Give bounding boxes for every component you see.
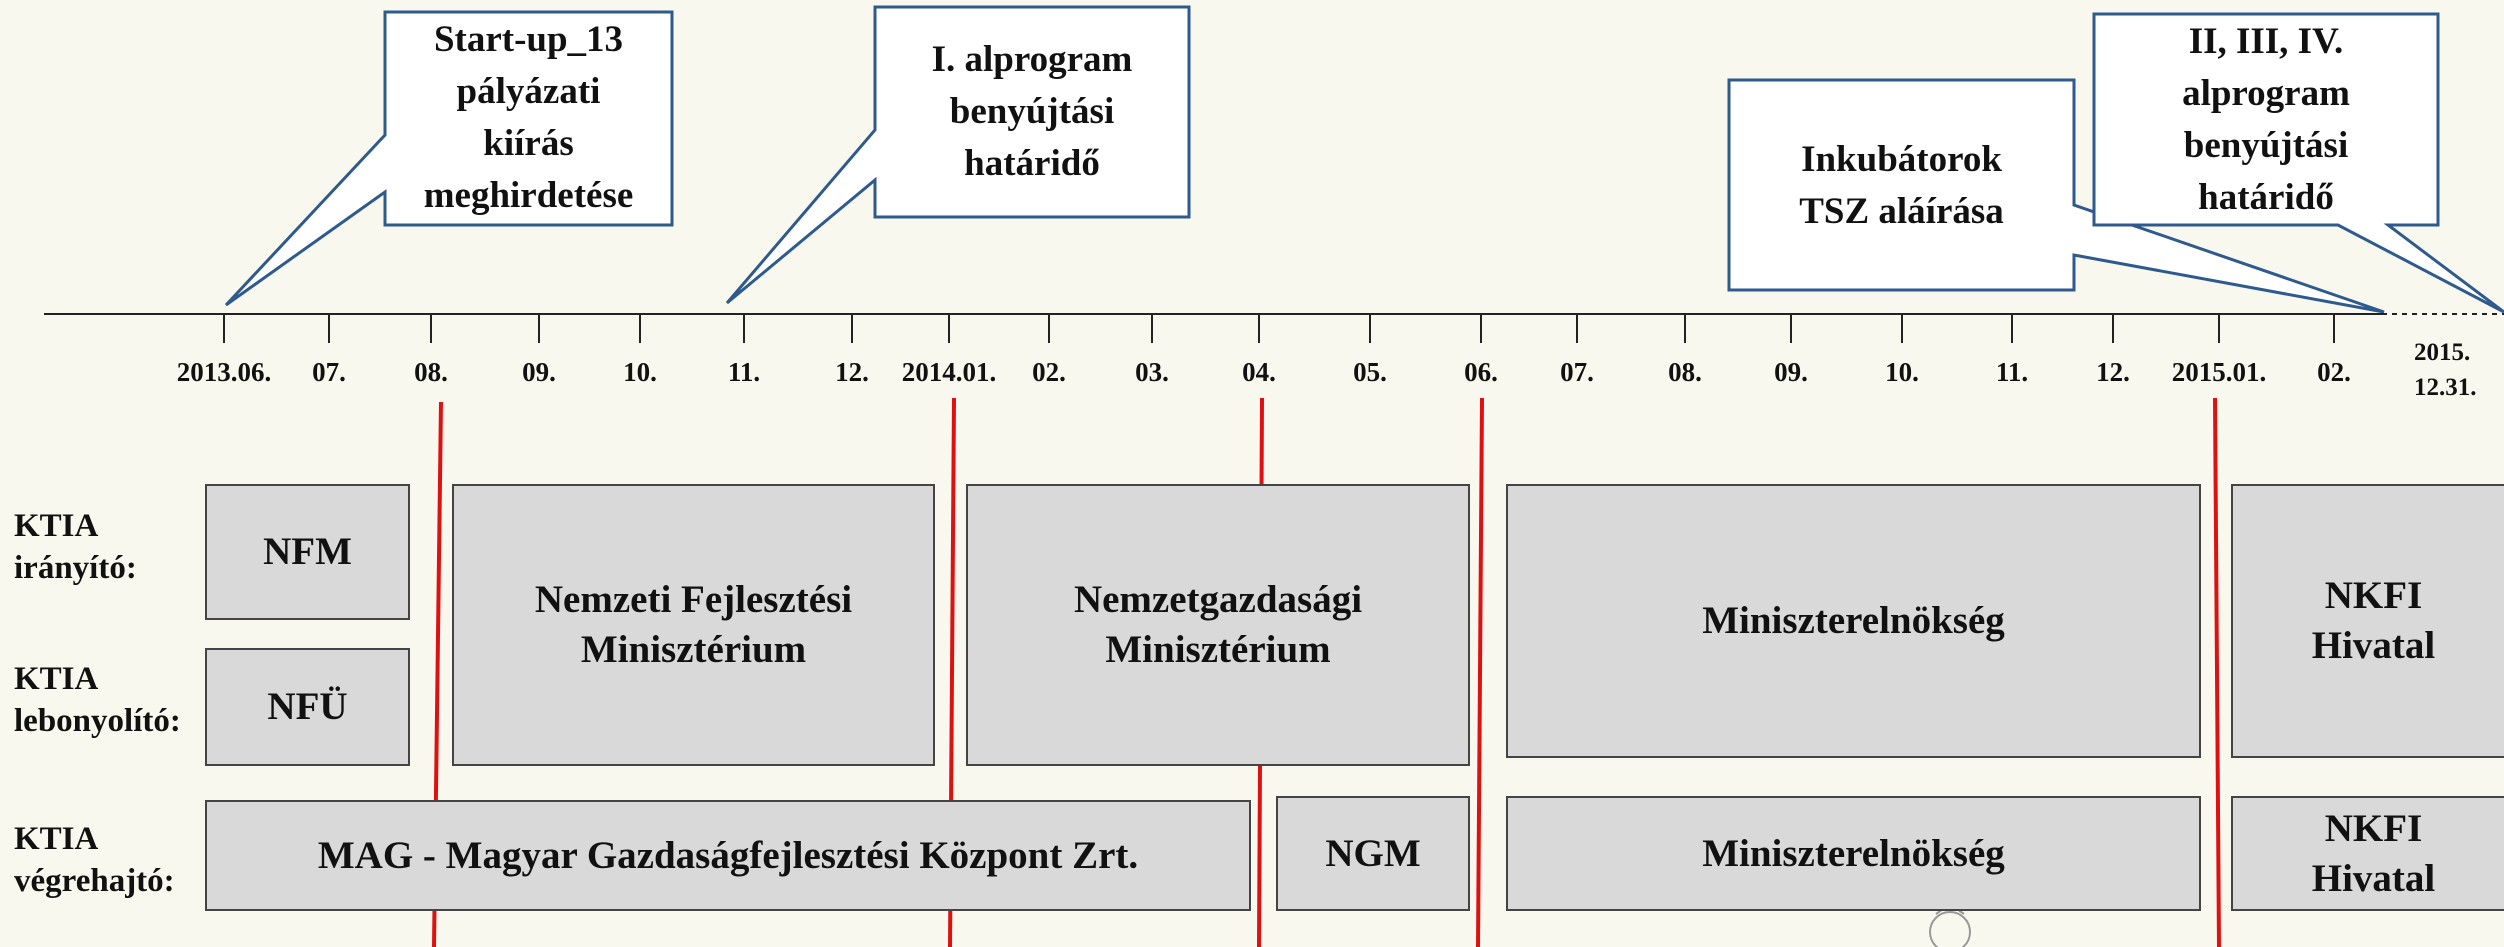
callout-startup-shape <box>224 10 674 307</box>
end-date-label: 2015. 12.31. <box>2414 339 2477 401</box>
tick-label: 10. <box>1885 357 1919 387</box>
marker-line <box>1476 397 1484 947</box>
tick-marks <box>223 314 2335 343</box>
tick-label: 05. <box>1353 357 1387 387</box>
tick-label: 11. <box>727 357 761 387</box>
row-label-lebonyolito: KTIA lebonyolító: <box>14 661 181 739</box>
tick-label: 09. <box>522 357 556 387</box>
tick-label: 2014.01. <box>901 357 997 387</box>
tick-label: 07. <box>312 357 346 387</box>
box-ngm: NGM <box>1276 796 1470 911</box>
tick-label: 06. <box>1464 357 1498 387</box>
tick-label: 2015.01. <box>2171 357 2267 387</box>
callout-inkubatorok: Inkubátorok TSZ aláírása <box>1799 139 2004 232</box>
callout-alprogram234: II, III, IV. alprogram benyújtási határi… <box>2182 21 2350 218</box>
box-miniszterelnokseg-top: Miniszterelnökség <box>1506 484 2201 758</box>
tick-label: 03. <box>1135 357 1169 387</box>
row-label-vegrehajto: KTIA végrehajtó: <box>14 821 175 899</box>
box-mag: MAG - Magyar Gazdaságfejlesztési Központ… <box>205 800 1251 911</box>
callout-startup: Start-up_13 pályázati kiírás meghirdetés… <box>423 19 634 216</box>
callout-alprogram1-shape <box>725 5 1191 305</box>
tick-label: 09. <box>1774 357 1808 387</box>
callout-alprogram234-shape <box>2092 12 2504 314</box>
row-label-iranyito: KTIA irányító: <box>14 508 137 586</box>
marker-line <box>2213 397 2221 947</box>
tick-label: 10. <box>623 357 657 387</box>
tick-label: 2013.06. <box>176 357 272 387</box>
box-miniszterelnokseg-bottom: Miniszterelnökség <box>1506 796 2201 911</box>
tick-label: 11. <box>1995 357 2029 387</box>
tick-label: 12. <box>2096 357 2130 387</box>
tick-label: 08. <box>414 357 448 387</box>
tick-label: 08. <box>1668 357 1702 387</box>
callout-inkubatorok-shape <box>1727 78 2385 314</box>
tick-label: 07. <box>1560 357 1594 387</box>
tick-label: 02. <box>2317 357 2351 387</box>
box-nfu: NFÜ <box>205 648 410 766</box>
tick-label: 12. <box>835 357 869 387</box>
callout-alprogram1: I. alprogram benyújtási határidő <box>931 39 1133 184</box>
tick-label: 02. <box>1032 357 1066 387</box>
tick-label: 04. <box>1242 357 1276 387</box>
box-nfm: NFM <box>205 484 410 620</box>
